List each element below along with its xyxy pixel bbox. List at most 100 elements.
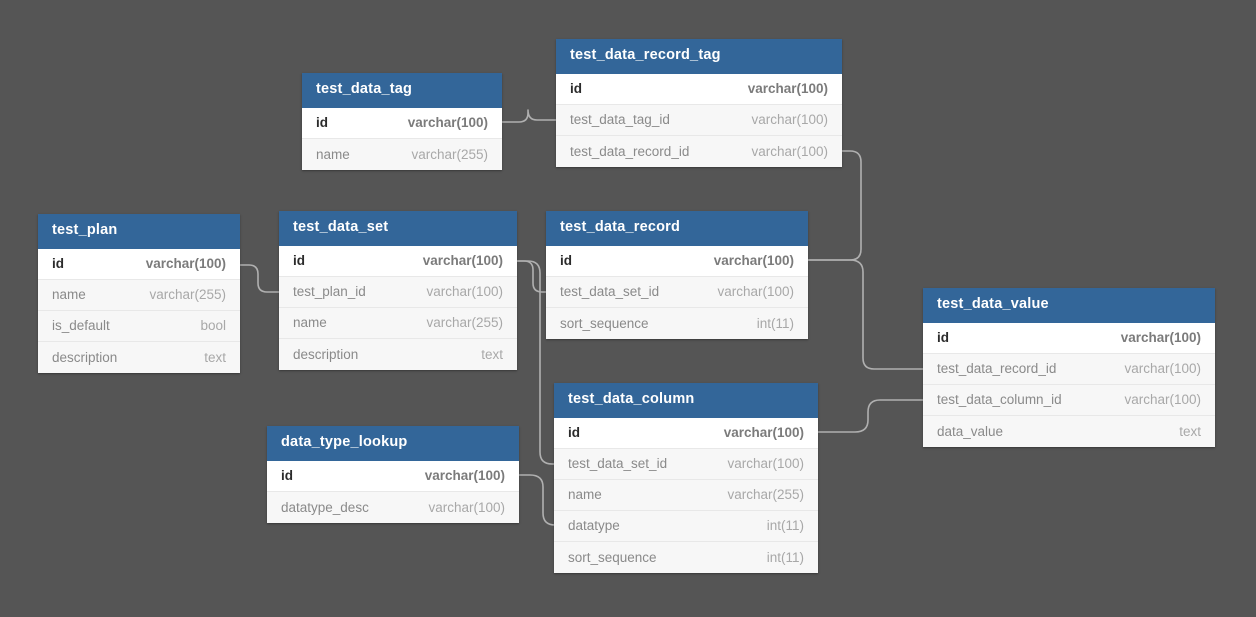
attribute-type: varchar(100) bbox=[717, 284, 794, 300]
attribute-name: id bbox=[560, 253, 572, 269]
attribute-name: datatype_desc bbox=[281, 499, 369, 515]
attribute-name: id bbox=[570, 81, 582, 97]
entity-title: data_type_lookup bbox=[267, 426, 519, 461]
attribute-name: test_data_set_id bbox=[560, 284, 660, 300]
attribute-name: test_data_set_id bbox=[568, 456, 668, 472]
attribute-row-primary-key[interactable]: id varchar(100) bbox=[554, 417, 818, 449]
attribute-type: varchar(100) bbox=[424, 468, 505, 484]
attribute-name: id bbox=[52, 256, 64, 272]
attribute-type: varchar(100) bbox=[145, 256, 226, 272]
attribute-row[interactable]: test_data_tag_id varchar(100) bbox=[556, 104, 842, 136]
link-test-data-set-to-test-data-record bbox=[516, 260, 547, 293]
attribute-row[interactable]: sort_sequence int(11) bbox=[546, 307, 808, 339]
attribute-row[interactable]: datatype int(11) bbox=[554, 510, 818, 542]
attribute-type: int(11) bbox=[756, 315, 794, 331]
attribute-type: int(11) bbox=[766, 518, 804, 534]
attribute-type: bool bbox=[200, 318, 226, 334]
link-test-data-tag-to-test-data-record-tag bbox=[501, 109, 557, 123]
entity-title: test_data_set bbox=[279, 211, 517, 246]
attribute-row[interactable]: sort_sequence int(11) bbox=[554, 541, 818, 573]
attribute-name: name bbox=[568, 487, 602, 503]
attribute-type: varchar(100) bbox=[751, 112, 828, 128]
attribute-type: text bbox=[481, 346, 503, 362]
attribute-row[interactable]: test_data_record_id varchar(100) bbox=[556, 135, 842, 167]
attribute-type: text bbox=[204, 349, 226, 365]
attribute-type: text bbox=[1179, 423, 1201, 439]
attribute-name: id bbox=[568, 425, 580, 441]
attribute-name: id bbox=[281, 468, 293, 484]
attribute-type: varchar(255) bbox=[411, 146, 488, 162]
attribute-row[interactable]: test_plan_id varchar(100) bbox=[279, 276, 517, 308]
link-test-data-record-to-test-data-value bbox=[807, 259, 924, 370]
attribute-type: varchar(100) bbox=[428, 499, 505, 515]
attribute-row-primary-key[interactable]: id varchar(100) bbox=[279, 245, 517, 277]
attribute-type: varchar(100) bbox=[1124, 392, 1201, 408]
attribute-type: varchar(100) bbox=[426, 284, 503, 300]
attribute-name: name bbox=[316, 146, 350, 162]
attribute-type: varchar(100) bbox=[747, 81, 828, 97]
attribute-name: sort_sequence bbox=[560, 315, 649, 331]
attribute-name: test_data_record_id bbox=[937, 361, 1057, 377]
attribute-name: name bbox=[52, 287, 86, 303]
attribute-name: is_default bbox=[52, 318, 110, 334]
attribute-name: name bbox=[293, 315, 327, 331]
attribute-row-primary-key[interactable]: id varchar(100) bbox=[546, 245, 808, 277]
entity-title: test_plan bbox=[38, 214, 240, 249]
link-data-type-lookup-to-test-data-column bbox=[518, 474, 556, 526]
attribute-type: varchar(100) bbox=[407, 115, 488, 131]
attribute-type: varchar(100) bbox=[713, 253, 794, 269]
attribute-row[interactable]: test_data_set_id varchar(100) bbox=[554, 448, 818, 480]
attribute-row[interactable]: description text bbox=[279, 338, 517, 370]
attribute-row[interactable]: is_default bool bbox=[38, 310, 240, 342]
attribute-row-primary-key[interactable]: id varchar(100) bbox=[267, 460, 519, 492]
attribute-type: varchar(100) bbox=[422, 253, 503, 269]
attribute-row[interactable]: test_data_set_id varchar(100) bbox=[546, 276, 808, 308]
attribute-name: test_data_column_id bbox=[937, 392, 1062, 408]
attribute-row[interactable]: name varchar(255) bbox=[38, 279, 240, 311]
attribute-type: varchar(255) bbox=[727, 487, 804, 503]
attribute-row[interactable]: name varchar(255) bbox=[302, 138, 502, 170]
attribute-row-primary-key[interactable]: id varchar(100) bbox=[923, 322, 1215, 354]
link-test-data-record-tag-to-test-data-record bbox=[807, 150, 862, 261]
attribute-type: int(11) bbox=[766, 549, 804, 565]
entity-title: test_data_record_tag bbox=[556, 39, 842, 74]
attribute-row-primary-key[interactable]: id varchar(100) bbox=[38, 248, 240, 280]
attribute-row-primary-key[interactable]: id varchar(100) bbox=[556, 73, 842, 105]
attribute-row[interactable]: datatype_desc varchar(100) bbox=[267, 491, 519, 523]
attribute-name: data_value bbox=[937, 423, 1004, 439]
attribute-name: test_data_record_id bbox=[570, 143, 690, 159]
attribute-name: datatype bbox=[568, 518, 620, 534]
attribute-name: id bbox=[293, 253, 305, 269]
link-test-data-column-to-test-data-value bbox=[817, 399, 924, 433]
attribute-type: varchar(100) bbox=[1120, 330, 1201, 346]
attribute-name: description bbox=[52, 349, 118, 365]
entity-title: test_data_record bbox=[546, 211, 808, 246]
attribute-name: test_data_tag_id bbox=[570, 112, 670, 128]
attribute-name: test_plan_id bbox=[293, 284, 366, 300]
attribute-type: varchar(100) bbox=[751, 143, 828, 159]
attribute-row[interactable]: name varchar(255) bbox=[554, 479, 818, 511]
attribute-type: varchar(100) bbox=[723, 425, 804, 441]
attribute-type: varchar(255) bbox=[149, 287, 226, 303]
attribute-row[interactable]: data_value text bbox=[923, 415, 1215, 447]
attribute-name: id bbox=[937, 330, 949, 346]
entity-title: test_data_tag bbox=[302, 73, 502, 108]
attribute-type: varchar(100) bbox=[727, 456, 804, 472]
link-test-plan-to-test-data-set bbox=[239, 264, 280, 293]
attribute-name: description bbox=[293, 346, 359, 362]
attribute-row[interactable]: test_data_column_id varchar(100) bbox=[923, 384, 1215, 416]
attribute-name: sort_sequence bbox=[568, 549, 657, 565]
attribute-row[interactable]: description text bbox=[38, 341, 240, 373]
